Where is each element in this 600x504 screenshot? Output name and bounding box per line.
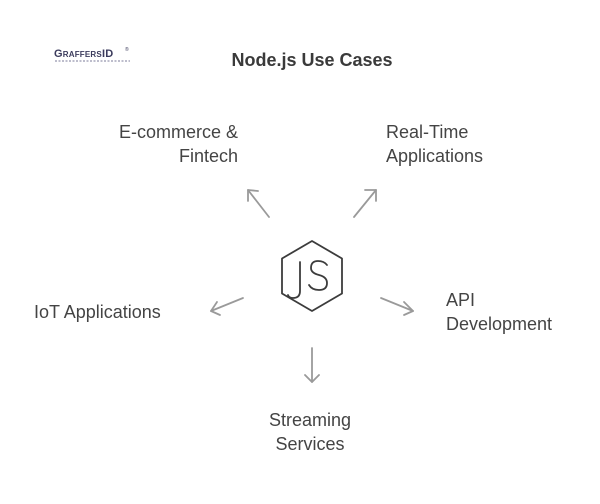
use-case-api-label: API Development: [446, 290, 553, 334]
use-case-iot-label: IoT Applications: [34, 302, 161, 322]
arrow-to-streaming: [304, 347, 320, 383]
arrow-to-iot: [210, 297, 244, 316]
nodejs-hexagon-js-icon: [281, 240, 343, 312]
arrow-to-api: [380, 297, 414, 316]
graffersid-logo: GRAFFERSID ®: [52, 44, 136, 66]
arrow-to-realtime: [353, 189, 377, 218]
use-case-ecommerce-label: E-commerce & Fintech: [118, 122, 238, 166]
use-case-streaming-label: Streaming Services: [268, 410, 352, 454]
svg-text:®: ®: [125, 46, 129, 53]
arrow-to-ecommerce: [247, 189, 270, 218]
graffersid-logo-graphic: GRAFFERSID ®: [54, 46, 130, 62]
use-case-realtime-label: Real-Time Applications: [386, 122, 484, 166]
svg-text:GRAFFERSID: GRAFFERSID: [54, 48, 113, 60]
diagram-title: Node.js Use Cases: [231, 50, 393, 70]
